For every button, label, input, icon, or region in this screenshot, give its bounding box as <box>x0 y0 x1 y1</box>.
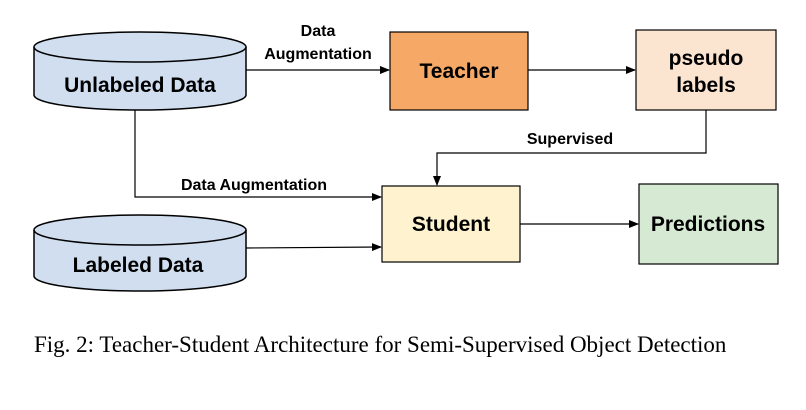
teacher-node: Teacher <box>389 31 529 111</box>
pseudo-labels-label-line1: pseudo <box>669 47 744 70</box>
architecture-diagram: Unlabeled Data Labeled Data Teacher pseu… <box>33 23 779 292</box>
teacher-augmentation-label-line2: Augmentation <box>264 46 372 63</box>
student-node: Student <box>381 185 521 263</box>
unlabeled-data-label: Unlabeled Data <box>64 74 216 97</box>
pseudo-labels-node: pseudo labels <box>635 29 777 111</box>
predictions-node: Predictions <box>638 183 779 265</box>
pseudo-labels-to-student-arrow <box>433 110 707 186</box>
labeled-to-student-arrow <box>245 243 382 252</box>
student-augmentation-label: Data Augmentation <box>181 177 327 194</box>
teacher-label: Teacher <box>420 60 499 83</box>
teacher-augmentation-label-line1: Data <box>301 23 336 40</box>
pseudo-labels-label-line2: labels <box>676 74 736 97</box>
supervised-label: Supervised <box>527 131 613 148</box>
figure-caption: Fig. 2: Teacher-Student Architecture for… <box>34 332 727 357</box>
predictions-label: Predictions <box>651 213 765 236</box>
student-label: Student <box>412 213 490 236</box>
unlabeled-to-student-arrow <box>134 110 382 201</box>
labeled-data-label: Labeled Data <box>73 254 204 277</box>
unlabeled-data-node: Unlabeled Data <box>33 31 247 111</box>
labeled-data-node: Labeled Data <box>33 214 247 292</box>
